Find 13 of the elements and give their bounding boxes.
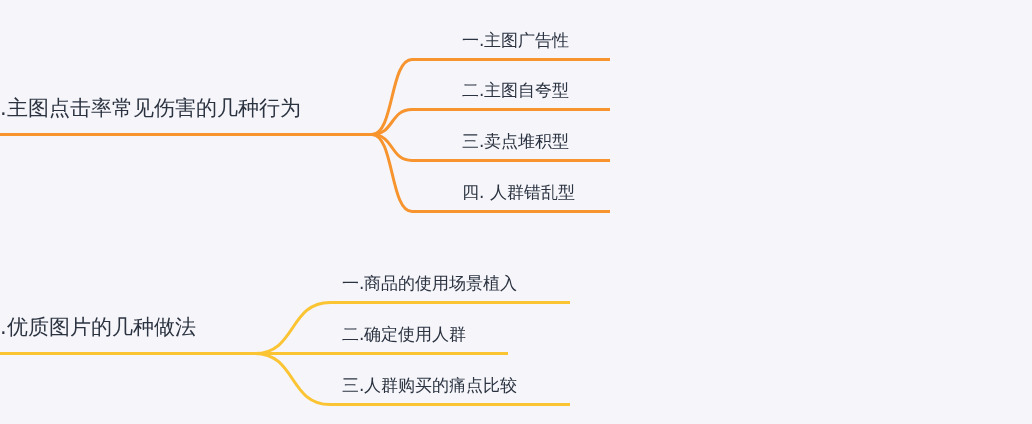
branch-line (371, 58, 413, 136)
topic-text: .主图点击率常见伤害的几种行为 (0, 95, 301, 121)
topic-text: 三.卖点堆积型 (462, 130, 570, 151)
branch-line (371, 133, 413, 162)
topic-text: 三.人群购买的痛点比较 (342, 374, 518, 395)
branch-line (254, 352, 331, 406)
topic-text: 一.商品的使用场景植入 (342, 272, 518, 293)
branch-line (371, 133, 413, 213)
topic-text: .优质图片的几种做法 (0, 314, 196, 340)
topic-text: 四. 人群错乱型 (462, 181, 575, 202)
topic-text: 二.确定使用人群 (342, 323, 467, 344)
topic-text: 二.主图自夸型 (462, 79, 570, 100)
topic-text: 一.主图广告性 (462, 29, 570, 50)
